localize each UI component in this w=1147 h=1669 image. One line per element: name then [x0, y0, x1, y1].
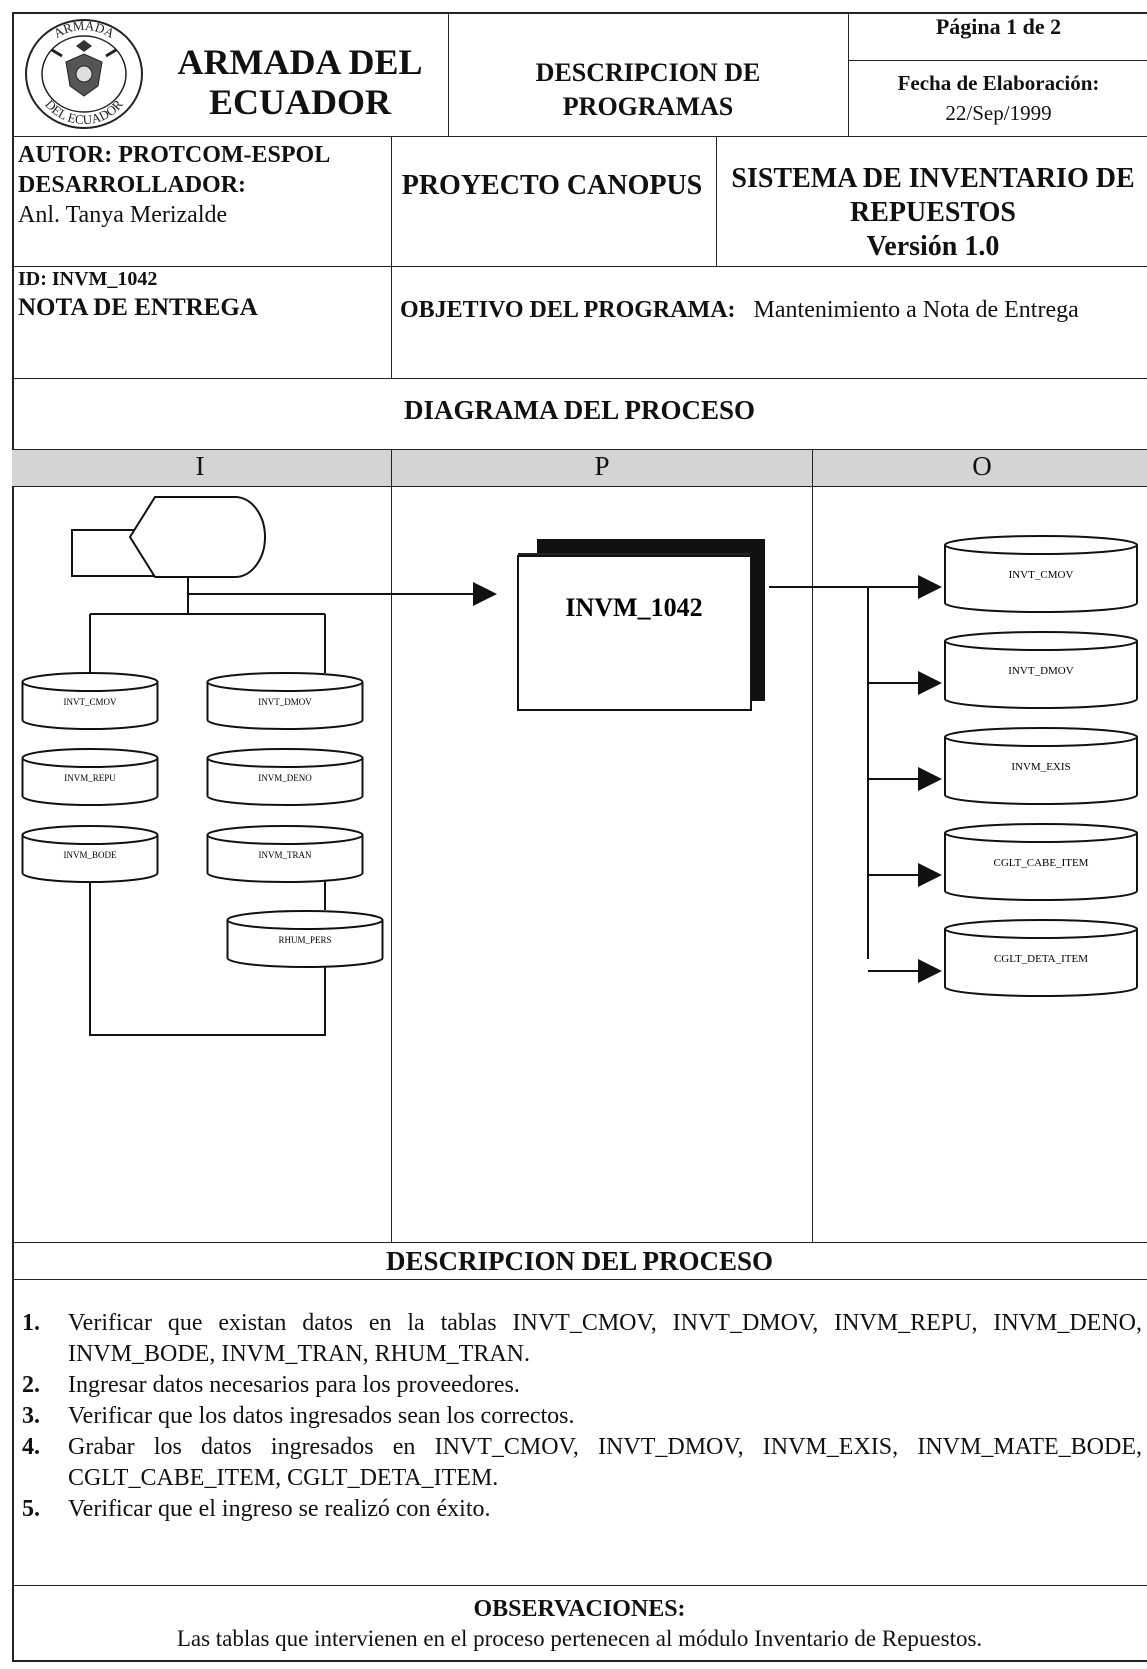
- process-step: 3. Verificar que los datos ingresados sea…: [22, 1401, 1142, 1432]
- input-table-invm-tran: INVM_TRAN: [206, 825, 364, 883]
- divider: [848, 12, 849, 136]
- output-table-invm-exis-label: INVM_EXIS: [1011, 761, 1070, 773]
- divider: [716, 136, 717, 266]
- input-table-invm-tran-label: INVM_TRAN: [259, 850, 312, 860]
- output-table-cglt-deta-item-label: CGLT_DETA_ITEM: [994, 953, 1088, 965]
- input-table-invt-cmov-label: INVT_CMOV: [64, 697, 117, 707]
- input-table-rhum-pers: RHUM_PERS: [226, 910, 384, 968]
- input-table-invm-repu-label: INVM_REPU: [64, 773, 116, 783]
- divider: [12, 266, 1147, 267]
- date-label: Fecha de Elaboración:: [897, 71, 1100, 95]
- page-number: Página 1 de 2: [935, 14, 1062, 39]
- diagram-title: DIAGRAMA DEL PROCESO: [403, 395, 756, 425]
- output-table-invt-dmov-label: INVT_DMOV: [1008, 665, 1073, 677]
- process-steps: 1. Verificar que existan datos en la tabl…: [22, 1308, 1142, 1525]
- project-name: PROYECTO CANOPUS: [401, 170, 703, 201]
- svg-text:ARMADA: ARMADA: [51, 18, 118, 42]
- column-output: O: [972, 451, 992, 481]
- input-table-invt-cmov: INVT_CMOV: [21, 672, 159, 730]
- divider: [391, 136, 392, 378]
- navy-seal-logo: ARMADA DEL ECUADOR: [25, 18, 143, 129]
- document-frame: [12, 12, 1147, 1662]
- manual-input-icon: [71, 496, 266, 578]
- objective-text: Mantenimiento a Nota de Entrega: [753, 297, 1079, 323]
- divider: [448, 12, 449, 136]
- column-input: I: [195, 451, 205, 481]
- divider: [12, 1585, 1147, 1586]
- date-value: 22/Sep/1999: [945, 101, 1052, 125]
- program-box: [517, 539, 765, 711]
- input-table-rhum-pers-label: RHUM_PERS: [278, 935, 331, 945]
- divider: [812, 449, 813, 1242]
- step-text: Verificar que existan datos en la tablas…: [68, 1310, 1142, 1367]
- output-table-cglt-deta-item: CGLT_DETA_ITEM: [944, 919, 1138, 997]
- column-process: P: [594, 451, 610, 481]
- divider: [12, 378, 1147, 379]
- process-description-title: DESCRIPCION DEL PROCESO: [12, 1242, 1147, 1280]
- document-title: DESCRIPCION DE PROGRAMAS: [535, 58, 761, 121]
- input-table-invm-bode: INVM_BODE: [21, 825, 159, 883]
- input-table-invt-dmov-label: INVT_DMOV: [258, 697, 312, 707]
- input-table-invm-bode-label: INVM_BODE: [64, 850, 118, 860]
- process-step: 1. Verificar que existan datos en la tabl…: [22, 1308, 1142, 1370]
- program-name: NOTA DE ENTREGA: [18, 294, 258, 321]
- system-version: Versión 1.0: [866, 231, 1000, 262]
- process-step: 2. Ingresar datos necesarios para los pro…: [22, 1370, 1142, 1401]
- process-step: 5. Verificar que el ingreso se realizó co…: [22, 1494, 1142, 1525]
- step-text: Grabar los datos ingresados en INVT_CMOV…: [68, 1434, 1142, 1491]
- output-table-cglt-cabe-item: CGLT_CABE_ITEM: [944, 823, 1138, 901]
- ipo-header: [12, 449, 1147, 487]
- divider: [848, 60, 1147, 61]
- output-table-invt-cmov-label: INVT_CMOV: [1009, 569, 1074, 581]
- step-number: 4.: [22, 1434, 40, 1460]
- input-table-invm-deno-label: INVM_DENO: [258, 773, 312, 783]
- program-box-label: INVM_1042: [565, 593, 702, 622]
- author-block: AUTOR: PROTCOM-ESPOL DESARROLLADOR: Anl.…: [18, 140, 330, 230]
- output-table-cglt-cabe-item-label: CGLT_CABE_ITEM: [994, 857, 1089, 869]
- step-text: Ingresar datos necesarios para los prove…: [68, 1372, 520, 1398]
- output-table-invt-cmov: INVT_CMOV: [944, 535, 1138, 613]
- program-id: ID: INVM_1042: [18, 268, 158, 290]
- author: AUTOR: PROTCOM-ESPOL: [18, 142, 331, 168]
- process-diagram: INVM_1042 INVT_CMOV INVT_DMOV INVM_REPU INV…: [21, 496, 1138, 1036]
- system-name: SISTEMA DE INVENTARIO DE REPUESTOS Versi…: [718, 162, 1147, 264]
- elaboration-date: Fecha de Elaboración: 22/Sep/1999: [850, 68, 1147, 128]
- input-table-invm-repu: INVM_REPU: [21, 748, 159, 806]
- objective-label: OBJETIVO DEL PROGRAMA:: [400, 297, 736, 323]
- observations-title: OBSERVACIONES:: [473, 1596, 686, 1622]
- divider: [391, 449, 392, 1242]
- step-number: 3.: [22, 1403, 40, 1429]
- organization-name: ARMADA DEL ECUADOR: [177, 42, 423, 122]
- output-table-invt-dmov: INVT_DMOV: [944, 631, 1138, 709]
- step-text: Verificar que los datos ingresados sean …: [68, 1403, 575, 1429]
- developer-name: Anl. Tanya Merizalde: [18, 202, 228, 228]
- input-table-invt-dmov: INVT_DMOV: [206, 672, 364, 730]
- step-number: 1.: [22, 1310, 40, 1336]
- output-table-invm-exis: INVM_EXIS: [944, 727, 1138, 805]
- divider: [12, 136, 1147, 137]
- process-step: 4. Grabar los datos ingresados en INVT_CM…: [22, 1432, 1142, 1494]
- step-number: 5.: [22, 1496, 40, 1522]
- observations-text: Las tablas que intervienen en el proceso…: [176, 1626, 983, 1651]
- step-number: 2.: [22, 1372, 40, 1398]
- developer-label: DESARROLLADOR:: [18, 172, 247, 198]
- system-title: SISTEMA DE INVENTARIO DE REPUESTOS: [731, 163, 1135, 228]
- step-text: Verificar que el ingreso se realizó con …: [68, 1496, 491, 1522]
- input-table-invm-deno: INVM_DENO: [206, 748, 364, 806]
- program-objective: OBJETIVO DEL PROGRAMA: Mantenimiento a N…: [400, 294, 1140, 326]
